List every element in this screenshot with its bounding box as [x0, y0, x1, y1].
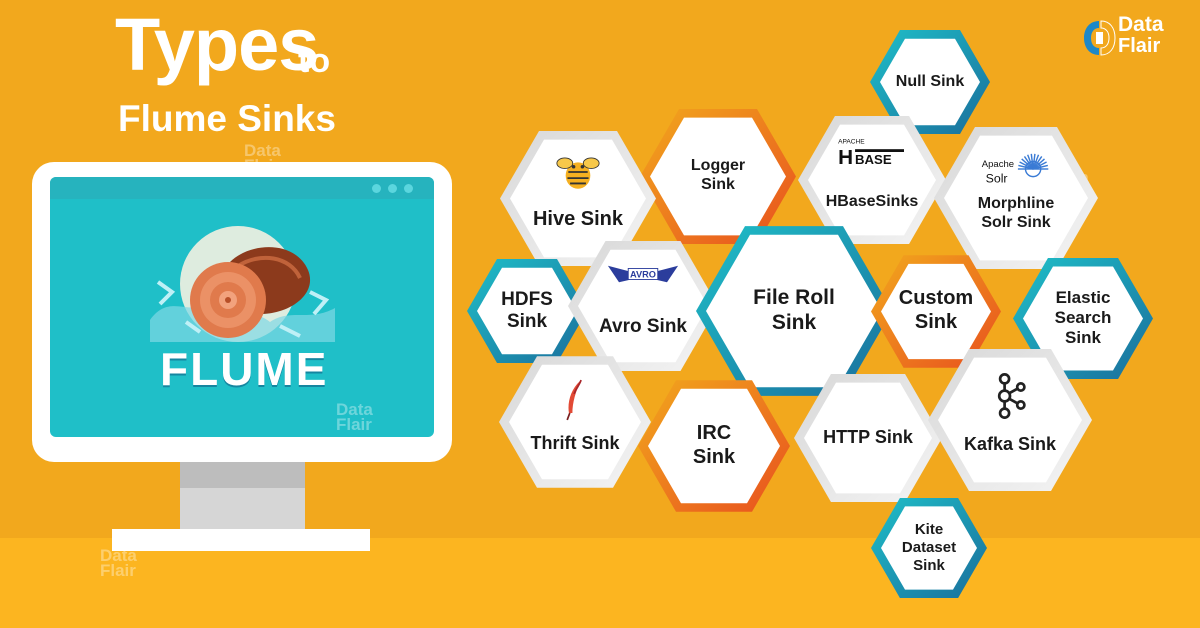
hex-border — [499, 356, 651, 488]
hex-border — [871, 254, 1001, 368]
hex-border — [696, 226, 892, 396]
sink-label: Kafka Sink — [963, 433, 1057, 454]
sink-label: Avro Sink — [599, 315, 687, 337]
logo-text-data: Data — [1118, 13, 1164, 36]
hex-border — [794, 374, 942, 502]
sink-label: Null Sink — [895, 72, 965, 90]
window-dot-icon — [404, 184, 413, 193]
svg-text:H: H — [838, 147, 853, 169]
sink-label: Thrift Sink — [530, 433, 620, 454]
avro-logo-icon: AVRO — [605, 262, 681, 291]
hex-border — [568, 241, 718, 371]
hex-border — [871, 498, 987, 598]
svg-text:Solr: Solr — [986, 171, 1008, 185]
kafka-logo-icon — [992, 372, 1028, 425]
hex-border — [1013, 257, 1153, 379]
hex-border — [500, 130, 656, 266]
sink-label: Hive Sink — [532, 207, 624, 230]
dataflair-logo: Data Flair — [1082, 12, 1194, 62]
floor-band — [0, 538, 1200, 628]
hex-border — [638, 380, 790, 512]
title-types: Types — [115, 3, 319, 86]
title-flume-sinks: Flume Sinks — [118, 98, 336, 139]
hex-border — [934, 127, 1098, 269]
svg-text:APACHE: APACHE — [838, 139, 865, 146]
flume-wordmark: FLUME — [160, 343, 329, 395]
title-to: to — [298, 42, 331, 80]
window-dot-icon — [372, 184, 381, 193]
hex-avro-sink: Avro Sink AVRO — [568, 241, 718, 371]
sink-label: HTTP Sink — [823, 427, 913, 448]
hex-kafka-sink: Kafka Sink — [928, 349, 1092, 491]
hex-border — [928, 349, 1092, 491]
dataflair-logo-icon — [1084, 20, 1116, 56]
hex-hive-sink: Hive Sink — [500, 130, 656, 266]
hex-http-sink: HTTP Sink — [794, 374, 942, 502]
sink-label: HBaseSinks — [825, 192, 919, 210]
hex-border — [870, 30, 990, 134]
window-dot-icon — [388, 184, 397, 193]
monitor-stand-shadow — [180, 462, 305, 488]
hex-null-sink: Null Sink — [870, 30, 990, 134]
hex-thrift-sink: Thrift Sink — [499, 356, 651, 488]
logo-text-flair: Flair — [1118, 35, 1161, 57]
hive-logo-icon — [556, 152, 600, 197]
thrift-logo-icon — [562, 377, 588, 428]
svg-text:BASE: BASE — [855, 153, 892, 168]
flume-log-icon — [150, 226, 335, 342]
svg-text:Apache: Apache — [982, 159, 1014, 170]
screen-title-bar — [50, 177, 434, 199]
hex-border — [467, 259, 587, 363]
hex-border — [640, 108, 796, 244]
svg-text:AVRO: AVRO — [630, 269, 656, 279]
monitor-stand-base — [112, 529, 370, 551]
